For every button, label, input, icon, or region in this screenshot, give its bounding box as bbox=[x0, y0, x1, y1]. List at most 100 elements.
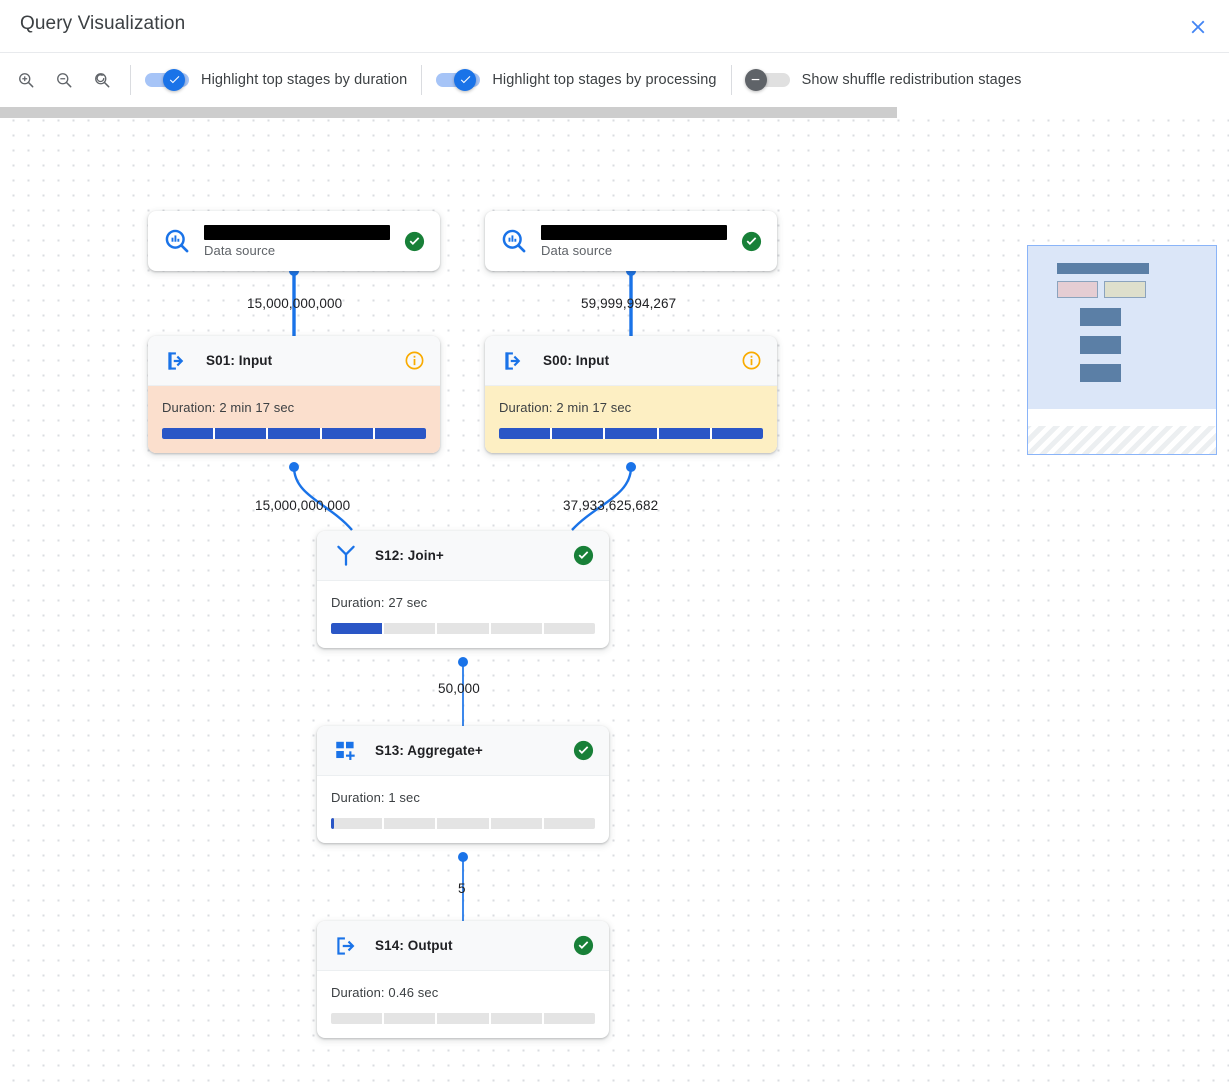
graph-canvas[interactable]: 15,000,000,000 59,999,994,267 15,000,000… bbox=[0, 106, 1229, 1090]
minimap[interactable] bbox=[1027, 245, 1217, 455]
edge-line bbox=[571, 466, 633, 531]
status-badge-info[interactable] bbox=[402, 349, 426, 373]
status-badge-success bbox=[571, 544, 595, 568]
node-stage-S12[interactable]: S12: Join+ Duration: 27 sec bbox=[317, 531, 609, 648]
bar-ticks bbox=[162, 428, 426, 439]
toolbar-divider-1 bbox=[130, 64, 131, 95]
check-icon bbox=[169, 76, 179, 84]
edge-line bbox=[292, 466, 353, 531]
bar-fill bbox=[499, 428, 763, 439]
zoom-reset-button[interactable] bbox=[88, 66, 116, 94]
toggle-show-shuffle-label: Show shuffle redistribution stages bbox=[801, 71, 1022, 88]
toggle-highlight-processing-switch[interactable] bbox=[436, 68, 481, 91]
minimap-hatch-region bbox=[1028, 426, 1216, 454]
node-datasource-2[interactable]: Data source bbox=[485, 211, 777, 271]
stage-duration-label: Duration: 2 min 17 sec bbox=[499, 400, 632, 415]
close-button[interactable] bbox=[1181, 10, 1215, 44]
switch-knob bbox=[744, 68, 767, 91]
datasource-subtitle: Data source bbox=[541, 242, 613, 258]
datasource-name-redacted bbox=[204, 224, 390, 240]
toggle-show-shuffle-switch[interactable] bbox=[744, 68, 790, 91]
bar-ticks bbox=[331, 818, 595, 829]
zoom-out-icon bbox=[57, 72, 72, 87]
horizontal-scrollbar-thumb[interactable] bbox=[0, 107, 897, 118]
join-icon bbox=[331, 541, 361, 571]
check-circle-icon bbox=[573, 740, 593, 761]
horizontal-scrollbar-track[interactable] bbox=[0, 106, 1229, 119]
check-circle-icon bbox=[404, 231, 424, 251]
zoom-in-button[interactable] bbox=[12, 66, 40, 94]
stage-header: S01: Input bbox=[148, 336, 440, 386]
bar-fill bbox=[162, 428, 426, 439]
minimap-thumb-stage-duration bbox=[1057, 281, 1098, 298]
toggle-highlight-duration-switch[interactable] bbox=[145, 68, 189, 91]
datasource-name-redacted bbox=[541, 224, 727, 240]
zoom-controls bbox=[0, 66, 116, 94]
info-icon bbox=[405, 351, 423, 370]
switch-knob bbox=[454, 68, 477, 91]
check-circle-icon bbox=[573, 545, 593, 566]
stage-duration-bar bbox=[331, 818, 595, 829]
node-stage-S13[interactable]: S13: Aggregate+ Duration: 1 sec bbox=[317, 726, 609, 843]
page-title: Query Visualization bbox=[20, 13, 186, 34]
stage-header: S13: Aggregate+ bbox=[317, 726, 609, 776]
toggle-highlight-duration[interactable]: Highlight top stages by duration bbox=[145, 68, 408, 91]
stage-title: S14: Output bbox=[375, 938, 453, 953]
edge-label: 59,999,994,267 bbox=[581, 296, 677, 311]
stage-title: S12: Join+ bbox=[375, 548, 444, 563]
toggle-highlight-duration-label: Highlight top stages by duration bbox=[201, 71, 408, 88]
bar-fill bbox=[331, 623, 384, 634]
check-icon bbox=[460, 76, 471, 84]
stage-duration-bar bbox=[162, 428, 426, 439]
minimap-thumb-stage-processing bbox=[1104, 281, 1146, 298]
bigquery-datasource-icon bbox=[162, 226, 192, 256]
toggle-highlight-processing[interactable]: Highlight top stages by processing bbox=[436, 68, 717, 91]
zoom-out-button[interactable] bbox=[50, 66, 78, 94]
edge-label: 15,000,000,000 bbox=[247, 296, 343, 311]
edge-endpoint bbox=[289, 462, 299, 472]
node-stage-S00[interactable]: S00: Input Duration: 2 min 17 sec bbox=[485, 336, 777, 453]
status-badge-success bbox=[739, 229, 763, 253]
status-badge-success bbox=[571, 739, 595, 763]
node-stage-S01[interactable]: S01: Input Duration: 2 min 17 sec bbox=[148, 336, 440, 453]
aggregate-icon bbox=[331, 736, 361, 766]
stage-header: S14: Output bbox=[317, 921, 609, 971]
edge-label: 50,000 bbox=[438, 681, 480, 696]
edge-label: 5 bbox=[458, 881, 466, 896]
input-arrow-icon bbox=[499, 346, 529, 376]
bar-ticks bbox=[331, 1013, 595, 1024]
edge-endpoint bbox=[458, 657, 468, 667]
dialog-header: Query Visualization bbox=[0, 0, 1229, 52]
datasource-subtitle: Data source bbox=[204, 242, 276, 258]
stage-duration-bar bbox=[331, 1013, 595, 1024]
minus-icon bbox=[751, 78, 760, 81]
node-datasource-1[interactable]: Data source bbox=[148, 211, 440, 271]
edge-label: 37,933,625,682 bbox=[563, 498, 659, 513]
bar-ticks bbox=[331, 623, 595, 634]
minimap-thumb-datasource bbox=[1104, 263, 1149, 274]
edge-endpoint bbox=[626, 462, 636, 472]
stage-duration-label: Duration: 27 sec bbox=[331, 595, 428, 610]
edge-endpoint bbox=[458, 852, 468, 862]
toggle-show-shuffle[interactable]: Show shuffle redistribution stages bbox=[744, 68, 1022, 91]
status-badge-success bbox=[402, 229, 426, 253]
stage-title: S01: Input bbox=[206, 353, 273, 368]
node-stage-S14[interactable]: S14: Output Duration: 0.46 sec bbox=[317, 921, 609, 1038]
toolbar-divider-2 bbox=[421, 64, 423, 95]
stage-body: Duration: 2 min 17 sec bbox=[485, 386, 777, 453]
stage-duration-label: Duration: 2 min 17 sec bbox=[162, 400, 295, 415]
stage-body: Duration: 0.46 sec bbox=[317, 971, 609, 1038]
stage-body: Duration: 27 sec bbox=[317, 581, 609, 648]
status-badge-info[interactable] bbox=[739, 349, 763, 373]
minimap-thumb-stage bbox=[1080, 336, 1121, 354]
status-badge-success bbox=[571, 934, 595, 958]
stage-body: Duration: 2 min 17 sec bbox=[148, 386, 440, 453]
info-icon bbox=[742, 351, 760, 370]
edge-label: 15,000,000,000 bbox=[255, 498, 351, 513]
stage-body: Duration: 1 sec bbox=[317, 776, 609, 843]
bigquery-datasource-icon bbox=[499, 226, 529, 256]
toggle-highlight-processing-label: Highlight top stages by processing bbox=[492, 71, 717, 88]
stage-duration-bar bbox=[499, 428, 763, 439]
stage-duration-label: Duration: 0.46 sec bbox=[331, 985, 439, 1000]
check-circle-icon bbox=[573, 935, 593, 956]
